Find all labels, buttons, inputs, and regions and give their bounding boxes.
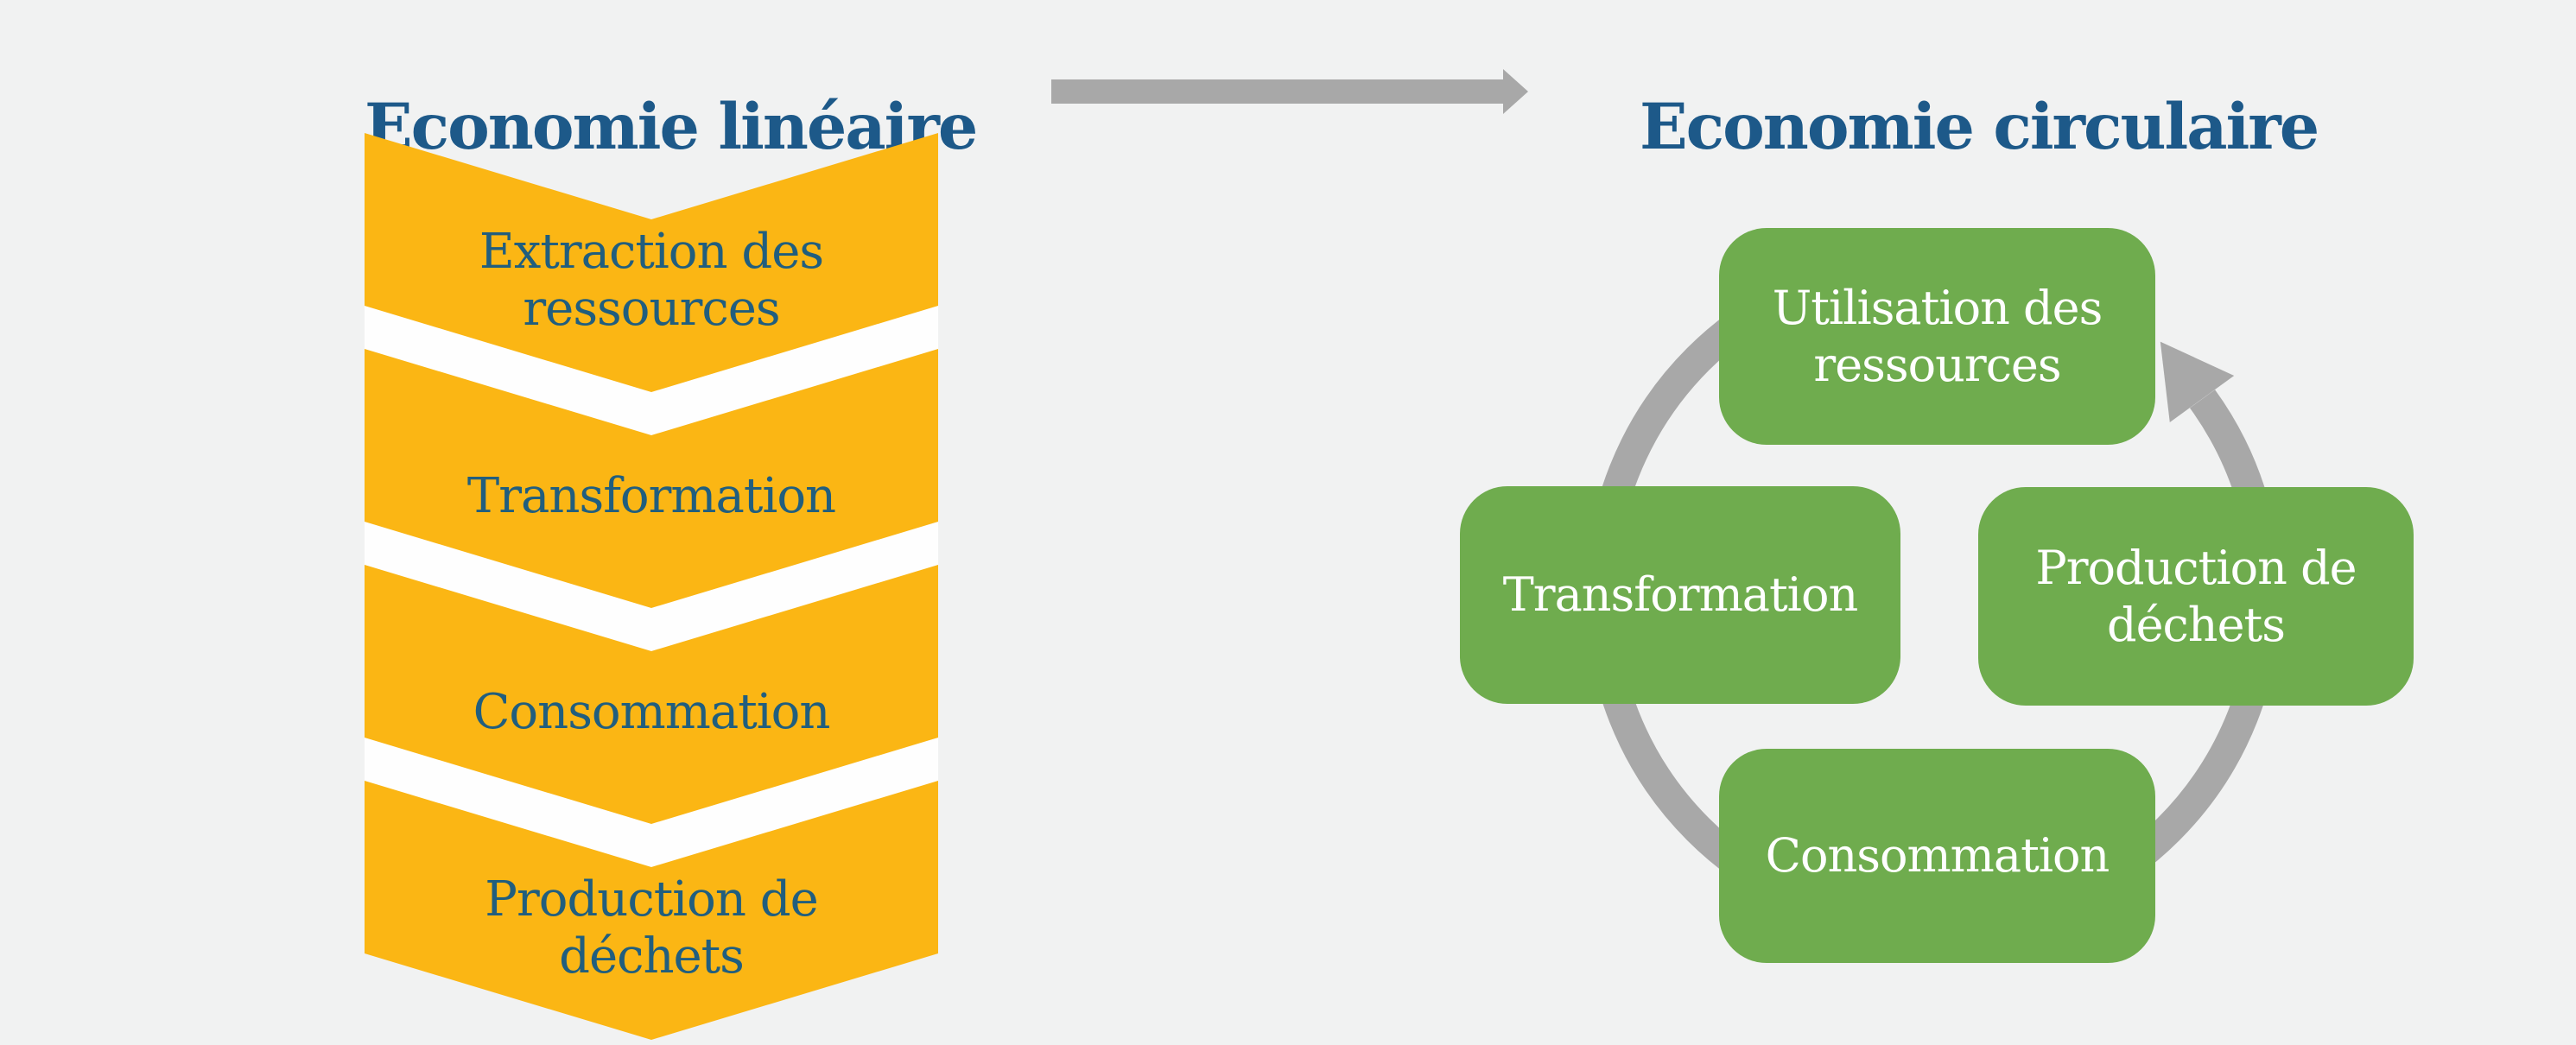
cycle-box-label: Utilisation des ressources	[1772, 280, 2103, 392]
cycle-box-production-dechets: Production de déchets	[1978, 487, 2414, 706]
chevron-step-label: Consommation	[473, 683, 831, 740]
cycle-box-label: Production de déchets	[2035, 540, 2357, 652]
chevron-step-label: Transformation	[466, 467, 836, 524]
cycle-box-utilisation: Utilisation des ressources	[1719, 228, 2155, 445]
cycle-arrowhead-icon	[2160, 341, 2235, 423]
chevron-step-label: Extraction des ressources	[479, 223, 824, 337]
cycle-box-transformation: Transformation	[1460, 486, 1900, 704]
chevron-step-label: Production de déchets	[485, 871, 818, 985]
right-arrow-icon	[1051, 69, 1528, 114]
linear-economy-title: Economie linéaire	[365, 89, 978, 164]
cycle-box-consommation: Consommation	[1719, 749, 2155, 963]
cycle-box-label: Transformation	[1502, 567, 1859, 623]
right-arrow-head	[1503, 69, 1528, 114]
right-arrow-shaft	[1051, 79, 1503, 104]
circular-economy-title: Economie circulaire	[1640, 89, 2319, 164]
cycle-box-label: Consommation	[1765, 828, 2110, 884]
